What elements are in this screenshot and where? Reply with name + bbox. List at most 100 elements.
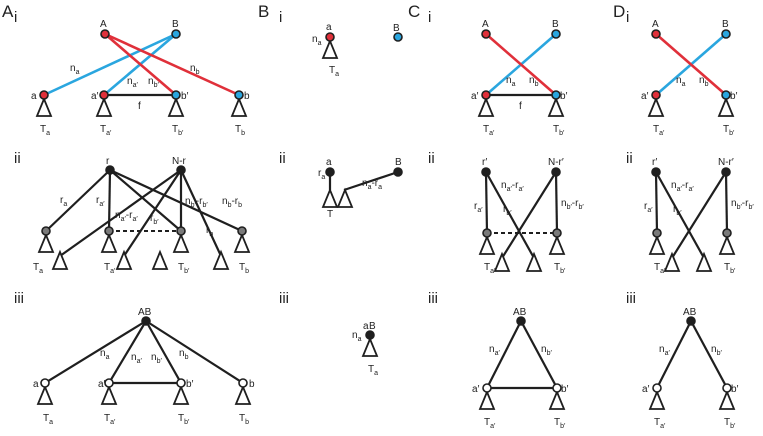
C-ii-label-Tap-sub: a′: [490, 268, 496, 275]
D-iii-edge-AB-b: [690, 320, 728, 389]
A-iii-label-Ta-text: T: [43, 413, 49, 424]
A-ii-label-rap: ra′: [96, 195, 105, 208]
A-ii-label-ra: ra: [60, 195, 67, 208]
A-iii-label-Tb: Tb: [239, 413, 249, 426]
D-ii-label-Tbp-text: T: [724, 262, 730, 273]
B-ii-label-ra: ra: [318, 168, 325, 181]
C-iii-label-Tap-sub: a′: [490, 423, 496, 430]
panel-A-row-iii: iii: [14, 290, 24, 307]
B-i-tri-a: [321, 38, 339, 59]
A-iii-label-nbp-text: n: [151, 352, 157, 363]
C-ii-label-rp-text: r′: [482, 157, 487, 168]
C-i-label-na: na: [506, 75, 516, 88]
D-ii-label-nap-rap-sub2: a′: [688, 186, 694, 193]
panel-A-row-ii: ii: [14, 150, 21, 167]
D-ii-node-r: [651, 167, 661, 177]
A-iii-label-Tbp: Tb′: [178, 413, 190, 426]
D-iii-node-a: [652, 383, 662, 393]
A-iii-label-AB: AB: [138, 307, 152, 318]
C-iii-node-a: [482, 383, 492, 393]
C-ii-label-nbp-rbp: nb′-rb′: [561, 198, 584, 211]
A-iii-edge-AB-bp: [145, 320, 182, 384]
C-i-label-f: f: [519, 101, 522, 112]
A-ii-node-r: [105, 165, 115, 175]
D-iii-label-ap-text: a′: [642, 384, 650, 395]
D-iii-label-ap: a′: [642, 384, 650, 395]
A-iii-edge-AB-a: [44, 320, 147, 384]
C-i-tri-ap: [477, 96, 495, 117]
A-iii-edge-AB-b: [145, 320, 244, 384]
B-i-label-na-sub: a: [318, 40, 322, 47]
A-i-label-nap-sub: a′: [133, 82, 139, 89]
B-ii-label-a: a: [326, 157, 332, 168]
panel-B-row-iii: iii: [279, 290, 289, 307]
A-ii-tri-a2: [37, 232, 55, 253]
C-ii-edge-N-b: [554, 171, 559, 234]
B-ii-label-B-text: B: [395, 157, 402, 168]
D-ii-tri-a2: [663, 251, 681, 272]
A-ii-label-nbp-rbp-n: n: [185, 196, 191, 207]
A-i-node-b: [234, 90, 244, 100]
C-ii-label-Tbp-text: T: [554, 262, 560, 273]
C-iii-label-bp-text: b′: [561, 384, 569, 395]
A-ii-label-nbp-rbp-sub1: b′: [191, 202, 197, 209]
D-i-label-B: B: [722, 19, 729, 30]
C-i-label-f-text: f: [519, 101, 522, 112]
A-i-label-Tb-sub: b: [241, 130, 245, 137]
D-ii-label-rp-text: r′: [652, 157, 657, 168]
A-ii-label-rb-text: r: [206, 225, 210, 236]
D-i-node-bp: [721, 90, 731, 100]
A-i-label-nap: na′: [127, 76, 138, 89]
A-ii-tri-a: [51, 249, 69, 270]
A-i-label-A-text: A: [100, 19, 107, 30]
D-ii-label-Nrp: N-r′: [718, 157, 734, 168]
A-ii-label-ra-text: r: [60, 195, 64, 206]
A-ii-label-Tbp-text: T: [178, 262, 184, 273]
subtree-triangles-layer: [35, 38, 736, 410]
D-ii-label-nbp-rbp-minus-r: -r: [742, 198, 749, 209]
A-i-tri-b: [230, 96, 248, 117]
A-ii-label-Tap-sub: a′: [110, 268, 116, 275]
D-iii-label-bp: b′: [731, 384, 739, 395]
B-ii-label-a-text: a: [326, 157, 332, 168]
C-ii-label-rp: r′: [482, 157, 487, 168]
A-iii-tri-bp: [172, 384, 190, 405]
A-iii-tri-a: [36, 384, 54, 405]
C-iii-label-bp: b′: [561, 384, 569, 395]
A-i-label-na: na: [70, 63, 80, 76]
C-ii-tri-a: [478, 234, 496, 255]
panel-C-row-ii: ii: [428, 150, 435, 167]
A-iii-label-Tap: Ta′: [104, 413, 116, 426]
A-i-label-nb-sub: b: [196, 69, 200, 76]
panel-D-row-ii: ii: [626, 150, 633, 167]
A-ii-label-rbp: rb′: [150, 213, 159, 226]
D-i-label-nb-sub: b: [705, 81, 709, 88]
D-i-tri-bp: [717, 96, 735, 117]
A-i-label-Tap: Ta′: [100, 124, 112, 137]
C-ii-tri-b: [548, 234, 566, 255]
D-ii-label-nbp-rbp-sub1: b′: [737, 204, 743, 211]
A-iii-node-b: [238, 378, 248, 388]
C-ii-label-Tbp: Tb′: [554, 262, 566, 275]
A-iii-label-ap: a′: [98, 379, 106, 390]
C-iii-label-AB-text: AB: [513, 307, 527, 318]
D-ii-edge-r-Tbp: [655, 171, 705, 259]
D-iii-label-nap-text: n: [659, 344, 665, 355]
nodes-layer: [39, 29, 732, 393]
C-iii-label-Tbp-sub: b′: [560, 423, 566, 430]
D-ii-label-Tap-text: T: [654, 262, 660, 273]
C-ii-label-nbp-rbp-n: n: [561, 198, 567, 209]
D-ii-edge-N-b: [724, 171, 729, 234]
D-ii-label-Tbp-sub: b′: [730, 268, 736, 275]
A-iii-node-AB: [141, 316, 151, 326]
A-ii-tri-bp: [151, 249, 169, 270]
A-iii-label-Ta-sub: a: [49, 419, 53, 426]
C-ii-label-nap-rap-minus-r: -r: [512, 180, 519, 191]
B-iii-label-na: na: [352, 330, 362, 343]
A-iii-label-Tbp-sub: b′: [184, 419, 190, 426]
A-ii-tri-bp2: [172, 232, 190, 253]
A-ii-node-ap: [104, 226, 114, 236]
B-ii-label-T: T: [327, 209, 333, 220]
A-ii-label-rap-text: r: [96, 195, 100, 206]
C-ii-label-rap-sub: a′: [477, 207, 483, 214]
